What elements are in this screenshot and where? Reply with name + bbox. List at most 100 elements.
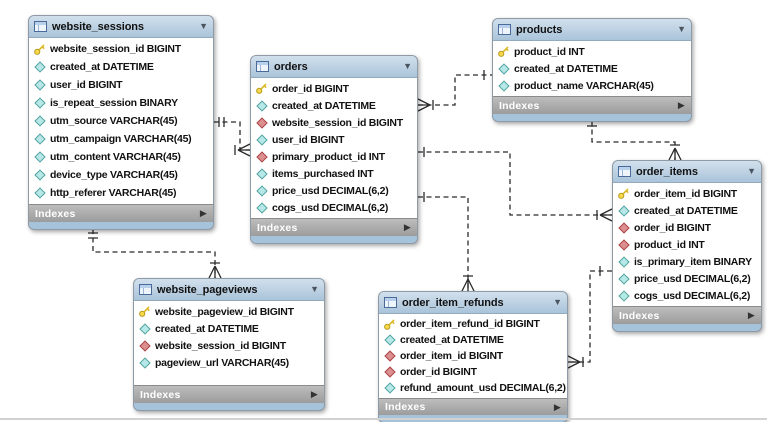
chevron-down-icon[interactable]: ▼	[553, 297, 562, 307]
field-row[interactable]: pageview_url VARCHAR(45)	[134, 354, 324, 371]
field-row[interactable]: created_at DATETIME	[251, 97, 417, 114]
field-row[interactable]: order_id BIGINT	[613, 219, 761, 236]
table-header[interactable]: order_items ▼	[613, 161, 761, 183]
indexes-section[interactable]: Indexes▶	[29, 204, 213, 222]
relationship-orders-order_items[interactable]	[418, 147, 613, 222]
field-row[interactable]: order_id BIGINT	[379, 364, 567, 380]
field-row[interactable]: website_pageview_id BIGINT	[134, 303, 324, 320]
expand-arrow-icon[interactable]: ▶	[677, 100, 685, 110]
indexes-section[interactable]: Indexes ▶	[134, 385, 324, 403]
field-row[interactable]: utm_campaign VARCHAR(45)	[29, 130, 213, 148]
chevron-down-icon[interactable]: ▼	[199, 21, 208, 31]
expand-arrow-icon[interactable]: ▶	[403, 222, 411, 232]
table-header[interactable]: order_item_refunds ▼	[379, 292, 567, 314]
field-row[interactable]: utm_content VARCHAR(45)	[29, 148, 213, 166]
indexes-section[interactable]: Indexes ▶	[613, 306, 761, 324]
relationship-products-order_items[interactable]	[587, 121, 682, 161]
table-header[interactable]: products ▼	[493, 19, 691, 41]
field-label: created_at DATETIME	[50, 61, 154, 73]
table-orders[interactable]: orders ▼ order_id BIGINT created_at DATE…	[250, 55, 418, 244]
field-label: created_at DATETIME	[514, 62, 618, 75]
relationship-orders-order_item_refunds[interactable]	[418, 192, 475, 292]
field-label: order_id BIGINT	[634, 221, 711, 234]
relationship-order_items-order_item_refunds[interactable]	[567, 266, 612, 369]
table-order_item_refunds[interactable]: order_item_refunds ▼ order_item_refund_i…	[378, 291, 568, 422]
field-row[interactable]: items_purchased INT	[251, 165, 417, 182]
foreign-key-diamond-icon	[383, 366, 396, 379]
foreign-key-diamond-icon	[617, 238, 630, 251]
field-row[interactable]: created_at DATETIME	[134, 320, 324, 337]
field-row[interactable]: website_session_id BIGINT	[29, 40, 213, 58]
field-row[interactable]: primary_product_id INT	[251, 148, 417, 165]
field-row[interactable]: website_session_id BIGINT	[251, 114, 417, 131]
field-row[interactable]: user_id BIGINT	[29, 76, 213, 94]
field-row[interactable]: http_referer VARCHAR(45)	[29, 184, 213, 202]
field-row[interactable]: product_id INT	[493, 43, 691, 60]
field-row[interactable]: refund_amount_usd DECIMAL(6,2)	[379, 380, 567, 396]
field-row[interactable]: order_item_id BIGINT	[379, 348, 567, 364]
attribute-diamond-icon	[255, 167, 268, 180]
table-header[interactable]: website_pageviews ▼	[134, 279, 324, 301]
field-label: primary_product_id INT	[272, 150, 385, 163]
attribute-diamond-icon	[383, 382, 396, 395]
expand-arrow-icon[interactable]: ▶	[747, 310, 755, 320]
field-row[interactable]: cogs_usd DECIMAL(6,2)	[251, 199, 417, 216]
table-products[interactable]: products ▼ product_id INT created_at DAT…	[492, 18, 692, 122]
field-row[interactable]: product_id INT	[613, 236, 761, 253]
attribute-diamond-icon	[33, 115, 46, 128]
field-row[interactable]: price_usd DECIMAL(6,2)	[613, 270, 761, 287]
expand-arrow-icon[interactable]: ▶	[553, 401, 561, 412]
table-header[interactable]: website_sessions ▼	[29, 16, 213, 38]
field-row[interactable]: cogs_usd DECIMAL(6,2)	[613, 287, 761, 304]
field-row[interactable]: device_type VARCHAR(45)	[29, 166, 213, 184]
field-row[interactable]: created_at DATETIME	[29, 58, 213, 76]
table-title: website_sessions	[52, 20, 144, 33]
field-row[interactable]: order_item_refund_id BIGINT	[379, 316, 567, 332]
attribute-diamond-icon	[255, 201, 268, 214]
indexes-label: Indexes	[140, 388, 181, 401]
indexes-section[interactable]: Indexes▶	[493, 96, 691, 114]
table-website_pageviews[interactable]: website_pageviews ▼ website_pageview_id …	[133, 278, 325, 411]
field-row[interactable]: created_at DATETIME	[613, 202, 761, 219]
relationship-website_sessions-orders[interactable]	[214, 117, 251, 157]
indexes-section[interactable]: Indexes▶	[379, 398, 567, 415]
relationship-website_sessions-website_pageviews[interactable]	[88, 229, 222, 279]
field-label: http_referer VARCHAR(45)	[50, 187, 177, 199]
field-row[interactable]: created_at DATETIME	[379, 332, 567, 348]
field-row[interactable]: product_name VARCHAR(45)	[493, 77, 691, 94]
attribute-diamond-icon	[138, 322, 151, 335]
relationship-orders-products[interactable]	[417, 70, 492, 112]
table-website_sessions[interactable]: website_sessions ▼ website_session_id BI…	[28, 15, 214, 230]
field-row[interactable]: utm_source VARCHAR(45)	[29, 112, 213, 130]
chevron-down-icon[interactable]: ▼	[677, 24, 686, 34]
field-row[interactable]: is_repeat_session BINARY	[29, 94, 213, 112]
attribute-diamond-icon	[255, 99, 268, 112]
chevron-down-icon[interactable]: ▼	[310, 284, 319, 294]
field-row[interactable]: created_at DATETIME	[493, 60, 691, 77]
indexes-label: Indexes	[619, 309, 660, 322]
field-label: user_id BIGINT	[50, 79, 123, 91]
field-row[interactable]: is_primary_item BINARY	[613, 253, 761, 270]
chevron-down-icon[interactable]: ▼	[403, 61, 412, 71]
attribute-diamond-icon	[33, 133, 46, 146]
attribute-diamond-icon	[383, 334, 396, 347]
chevron-down-icon[interactable]: ▼	[747, 166, 756, 176]
field-row[interactable]: order_item_id BIGINT	[613, 185, 761, 202]
field-label: product_id INT	[514, 45, 585, 58]
table-columns: website_session_id BIGINT created_at DAT…	[29, 38, 213, 204]
field-row[interactable]: order_id BIGINT	[251, 80, 417, 97]
expand-arrow-icon[interactable]: ▶	[310, 389, 318, 399]
field-row[interactable]: website_session_id BIGINT	[134, 337, 324, 354]
table-icon	[34, 20, 47, 33]
expand-arrow-icon[interactable]: ▶	[199, 208, 207, 218]
field-row[interactable]: price_usd DECIMAL(6,2)	[251, 182, 417, 199]
attribute-diamond-icon	[33, 151, 46, 164]
indexes-section[interactable]: Indexes▶	[251, 218, 417, 236]
table-order_items[interactable]: order_items ▼ order_item_id BIGINT creat…	[612, 160, 762, 332]
table-header[interactable]: orders ▼	[251, 56, 417, 78]
field-label: product_name VARCHAR(45)	[514, 79, 654, 92]
table-columns: order_id BIGINT created_at DATETIME webs…	[251, 78, 417, 218]
field-row[interactable]: user_id BIGINT	[251, 131, 417, 148]
